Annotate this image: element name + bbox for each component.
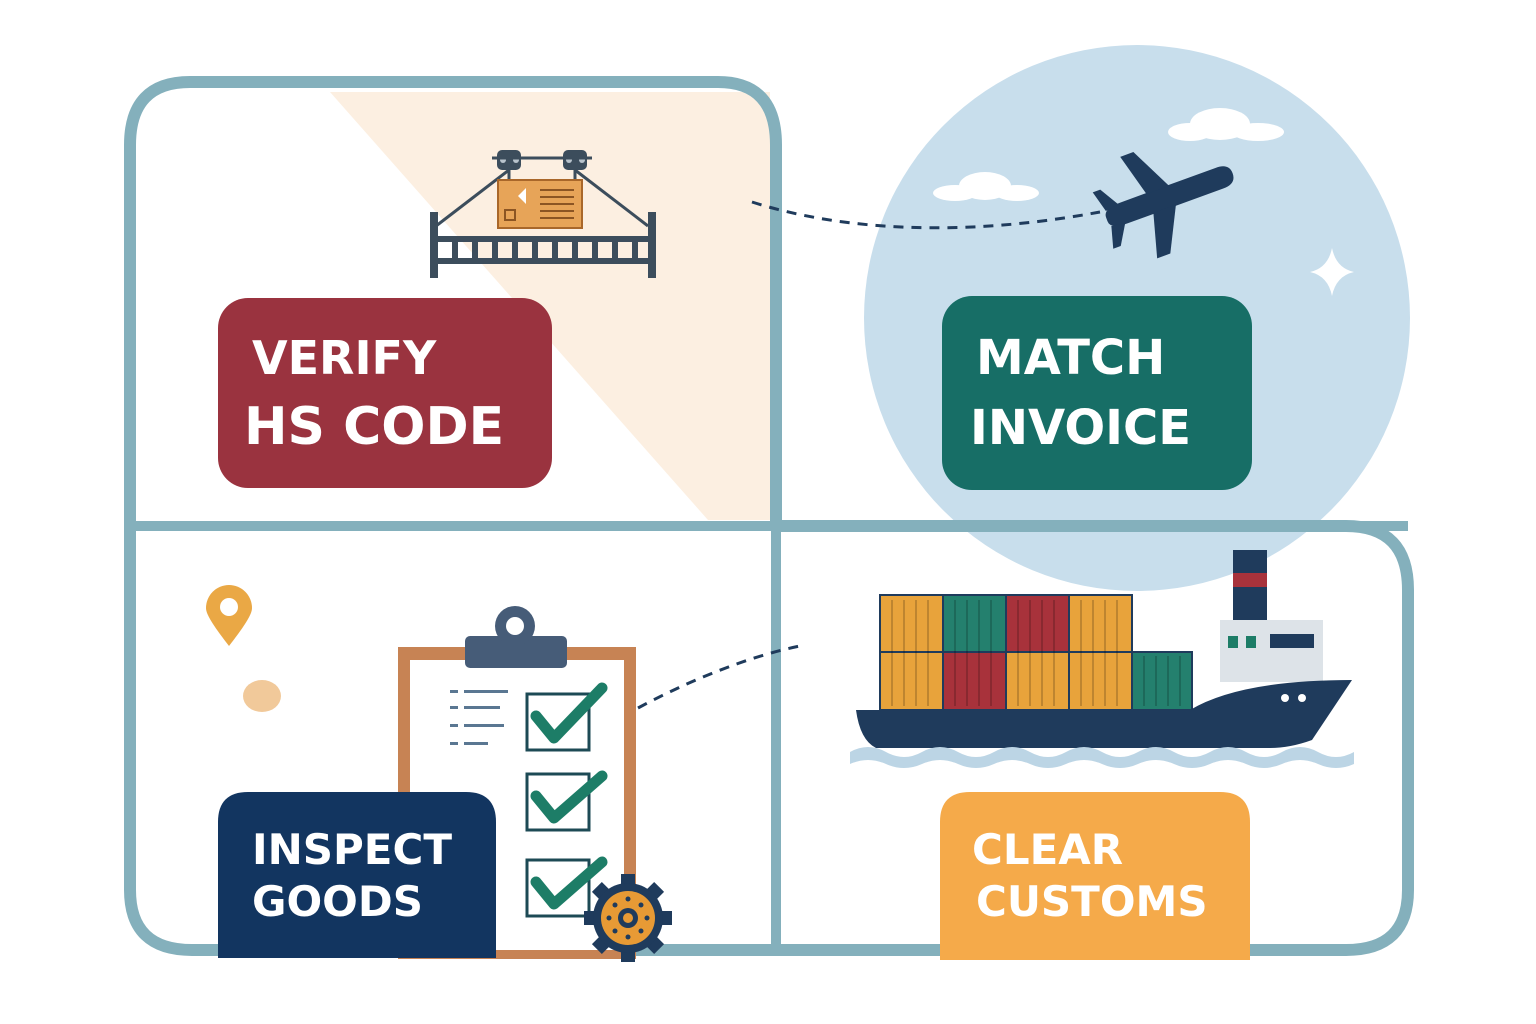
gear-icon: [584, 874, 672, 962]
decorative-dot: [243, 680, 281, 712]
step-inspect-goods: INSPECT GOODS: [218, 792, 496, 958]
inspect-label-line1: INSPECT: [252, 825, 452, 874]
peach-background: [330, 92, 770, 520]
checkbox-icon: [525, 682, 608, 752]
dashed-connector: [637, 644, 801, 710]
checkbox-icon: [525, 770, 608, 832]
step-clear-customs: CLEAR CUSTOMS: [940, 792, 1250, 960]
step-match-invoice: MATCH INVOICE: [942, 296, 1252, 490]
cargo-ship-icon: [850, 550, 1354, 768]
crane-package-icon: [430, 150, 656, 278]
checkbox-icon: [525, 856, 608, 918]
grid-frame: [124, 76, 1414, 956]
cloud-icon: [1168, 108, 1284, 141]
verify-label-box: [218, 298, 552, 488]
verify-label-line2: HS CODE: [244, 397, 504, 457]
inspect-label-line2: GOODS: [252, 877, 423, 926]
clear-label-line2: CUSTOMS: [976, 877, 1208, 926]
clear-label-line1: CLEAR: [972, 825, 1123, 874]
dashed-flight-path: [751, 200, 1101, 230]
step-verify-hs-code: VERIFY HS CODE: [218, 298, 552, 488]
match-label-box: [942, 296, 1252, 490]
cloud-icon: [933, 172, 1039, 201]
sparkle-icon: [1310, 248, 1354, 296]
location-pin-icon: [206, 585, 252, 646]
clear-label-box: [940, 792, 1250, 960]
verify-label-line1: VERIFY: [252, 331, 437, 385]
inspect-label-box: [218, 792, 496, 958]
match-label-line1: MATCH: [976, 330, 1165, 386]
airplane-icon: [1092, 152, 1234, 259]
match-label-line2: INVOICE: [970, 400, 1191, 456]
